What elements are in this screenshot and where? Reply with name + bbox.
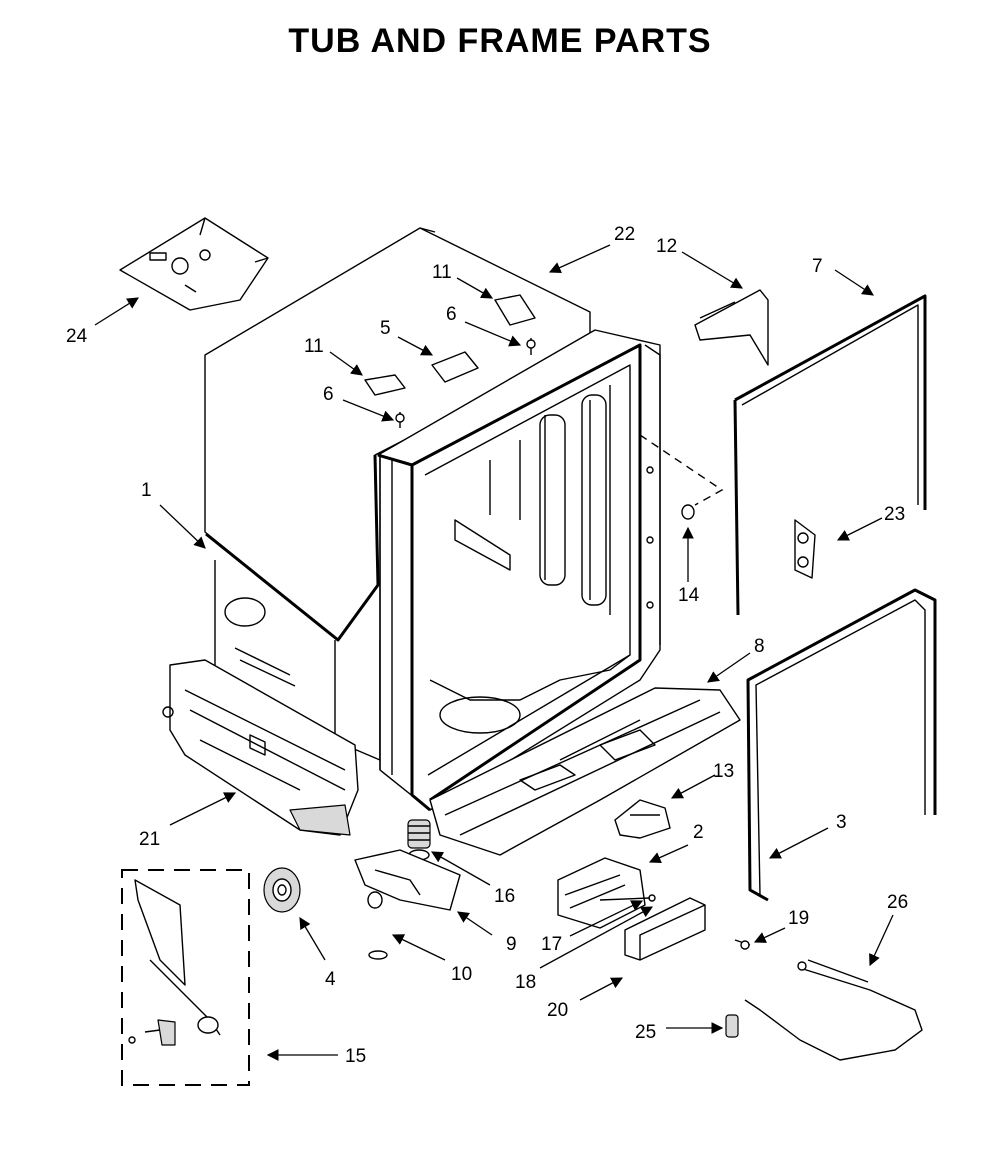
part-8-right-base <box>429 687 741 856</box>
leader-16 <box>430 851 491 886</box>
leader-2 <box>648 844 689 864</box>
part-19-screw <box>734 939 751 950</box>
leader-7 <box>834 269 874 296</box>
diagram-title: TUB AND FRAME PARTS <box>288 22 712 60</box>
leader-8 <box>707 652 751 683</box>
part-25-clamp <box>725 1014 739 1038</box>
callout-23: 23 <box>884 504 905 525</box>
part-3-tub-gasket <box>746 588 937 902</box>
leader-5 <box>397 336 434 356</box>
leader-arrows <box>94 244 894 1061</box>
callout-14: 14 <box>678 585 700 606</box>
part-26-drain-hose <box>744 959 923 1061</box>
callout-19: 19 <box>788 908 809 929</box>
part-6-screw-a <box>395 412 405 428</box>
callout-7: 7 <box>812 256 823 277</box>
callout-10: 10 <box>451 964 472 985</box>
part-20-toe-kick <box>624 897 706 961</box>
callout-9: 9 <box>506 934 517 955</box>
leader-3 <box>768 827 829 859</box>
leader-21 <box>169 792 237 826</box>
part-9-bracket <box>354 849 461 911</box>
leader-dashed-14 <box>639 434 724 506</box>
leader-18 <box>539 906 654 969</box>
leader-6a <box>342 399 395 422</box>
part-6-screw-b <box>526 338 536 355</box>
callout-6a: 6 <box>323 384 334 405</box>
part-15-kit <box>121 869 250 1086</box>
leader-24 <box>94 297 139 326</box>
callout-17: 17 <box>541 934 562 955</box>
callout-8: 8 <box>754 636 765 657</box>
callout-21: 21 <box>139 829 160 850</box>
part-23-latch <box>794 519 816 579</box>
part-12-hinge <box>694 289 769 366</box>
callout-18: 18 <box>515 972 536 993</box>
leader-1 <box>159 504 206 549</box>
part-7-door-gasket <box>733 294 927 616</box>
callout-6b: 6 <box>446 304 457 325</box>
callout-26: 26 <box>887 892 908 913</box>
leader-23 <box>836 517 883 541</box>
leader-4 <box>299 916 326 961</box>
leader-9 <box>457 911 493 936</box>
callout-2: 2 <box>693 822 704 843</box>
part-11-bracket-b <box>494 294 536 326</box>
leader-19 <box>753 927 786 943</box>
part-22-tub-assembly <box>377 329 661 812</box>
part-21-left-base <box>162 659 359 836</box>
part-16-leveling-leg <box>407 819 431 861</box>
callout-15: 15 <box>345 1046 366 1067</box>
part-14-plug <box>681 504 695 520</box>
leader-17 <box>569 900 644 937</box>
callout-1: 1 <box>141 480 152 501</box>
callout-11a: 11 <box>304 336 324 357</box>
leader-13 <box>670 774 716 799</box>
leader-10 <box>391 934 446 961</box>
leader-11a <box>329 351 363 376</box>
part-2-bracket <box>557 857 656 929</box>
callout-25: 25 <box>635 1022 656 1043</box>
part-10-foot <box>368 950 388 960</box>
callout-11b: 11 <box>432 262 452 283</box>
callout-12: 12 <box>656 236 677 257</box>
leader-22 <box>548 244 611 274</box>
callout-3: 3 <box>836 812 847 833</box>
part-4-wheel <box>263 867 301 913</box>
callout-5: 5 <box>380 318 391 339</box>
leader-20 <box>579 977 624 1001</box>
callout-20: 20 <box>547 1000 568 1021</box>
part-5-bracket <box>431 351 479 383</box>
callout-22: 22 <box>614 224 635 245</box>
leader-6b <box>464 321 522 347</box>
callout-labels: 1 2 3 4 5 6 6 7 8 9 10 11 11 12 13 14 15… <box>66 224 908 1067</box>
part-24-installation-bag <box>119 217 269 311</box>
callout-13: 13 <box>713 761 734 782</box>
part-11-bracket-a <box>364 374 406 396</box>
callout-16: 16 <box>494 886 515 907</box>
callout-4: 4 <box>325 969 336 990</box>
leader-26 <box>869 914 894 967</box>
leader-11b <box>456 277 494 299</box>
leader-12 <box>681 251 744 289</box>
callout-24: 24 <box>66 326 88 347</box>
part-13-valve <box>614 799 671 839</box>
